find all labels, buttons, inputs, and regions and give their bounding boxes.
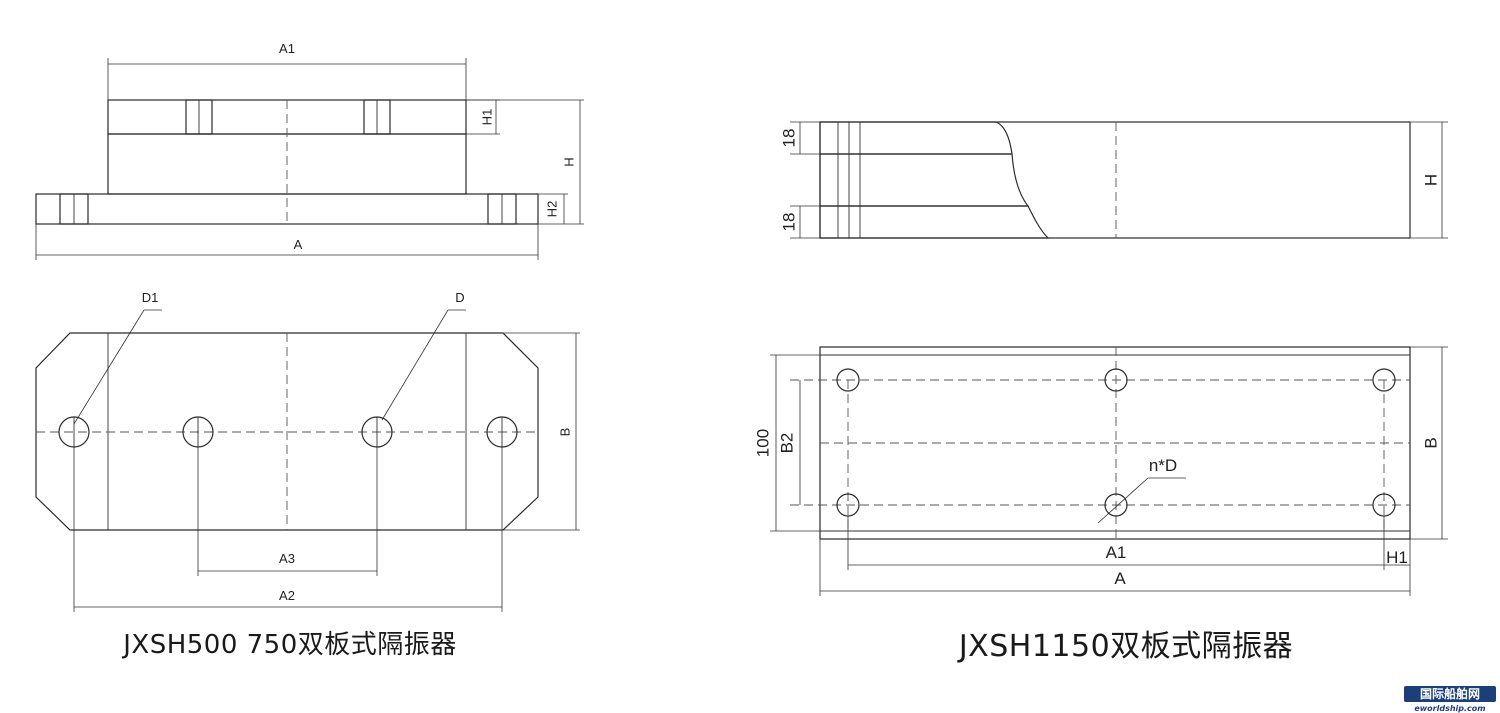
base-plate bbox=[35, 193, 539, 225]
right-plan-view: n*D 100 B2 B A1 H1 A bbox=[753, 346, 1448, 596]
label-A1: A1 bbox=[279, 41, 295, 56]
label-A-right: A bbox=[1114, 569, 1126, 588]
label-18-top: 18 bbox=[779, 129, 798, 148]
label-A3: A3 bbox=[279, 551, 295, 566]
label-18-bottom: 18 bbox=[779, 213, 798, 232]
hole-corner bbox=[1372, 368, 1396, 392]
watermark: 国际船舶网 eworldship.com bbox=[1404, 686, 1496, 713]
leader-nD bbox=[1097, 477, 1149, 524]
caption-left: JXSH500 750双板式隔振器 bbox=[121, 630, 457, 660]
label-A1-right: A1 bbox=[1106, 543, 1127, 562]
label-H: H bbox=[561, 157, 576, 166]
watermark-title: 国际船舶网 bbox=[1420, 686, 1480, 701]
label-H1: H1 bbox=[479, 109, 494, 126]
label-A: A bbox=[294, 237, 303, 252]
label-H2: H2 bbox=[544, 201, 559, 218]
hole-mid bbox=[1104, 493, 1128, 517]
caption-right: JXSH1150双板式隔振器 bbox=[957, 629, 1293, 664]
label-B2: B2 bbox=[777, 433, 796, 454]
leader-D1 bbox=[73, 309, 145, 425]
label-B: B bbox=[557, 428, 572, 437]
bottom-plate-section bbox=[819, 205, 1050, 239]
leader-D bbox=[381, 309, 449, 421]
label-A2: A2 bbox=[279, 588, 295, 603]
watermark-subtitle: eworldship.com bbox=[1414, 704, 1485, 713]
right-front-view: 18 18 H bbox=[779, 121, 1448, 239]
left-plan-view: D1 D B A3 A2 bbox=[35, 290, 580, 612]
label-100: 100 bbox=[753, 429, 772, 457]
label-B-right: B bbox=[1421, 437, 1440, 448]
label-H1-right: H1 bbox=[1386, 548, 1408, 567]
left-front-view: A1 A H1 H H2 bbox=[35, 41, 584, 260]
hole-corner bbox=[836, 368, 860, 392]
label-H-right: H bbox=[1421, 174, 1440, 186]
hole-mid bbox=[1104, 368, 1128, 392]
label-D1: D1 bbox=[142, 290, 159, 305]
rubber-section bbox=[819, 153, 1030, 207]
front-outline bbox=[819, 121, 1411, 239]
label-nD: n*D bbox=[1149, 456, 1177, 475]
label-D: D bbox=[455, 290, 464, 305]
